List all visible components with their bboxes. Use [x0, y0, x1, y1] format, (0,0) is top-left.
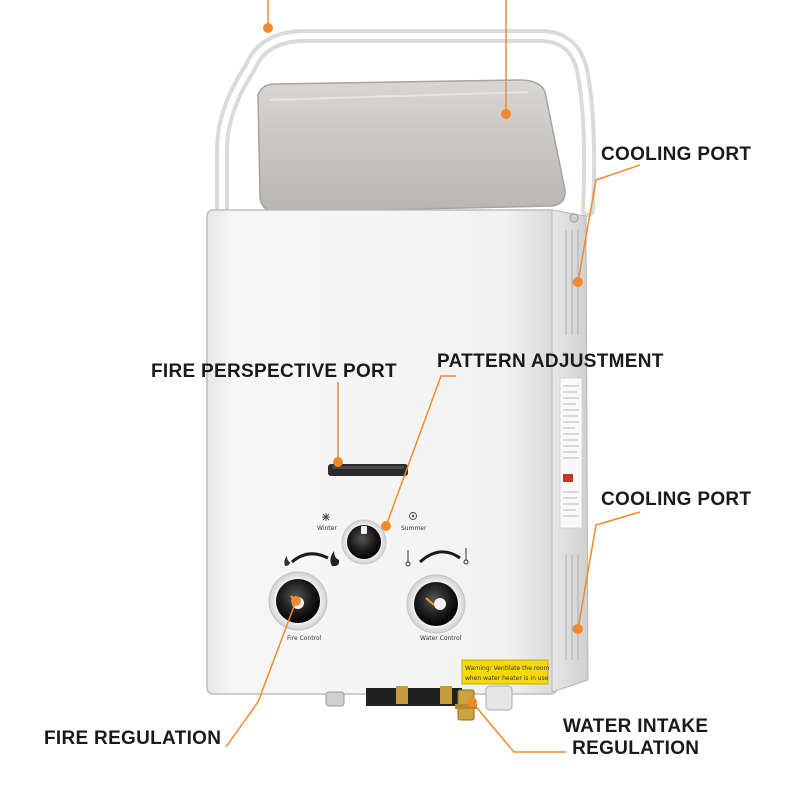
label-water-intake-regulation: WATER INTAKE REGULATION: [563, 716, 708, 760]
water-control-knob[interactable]: [406, 574, 466, 634]
fire-control-scale: [284, 551, 340, 567]
flame-icon: [284, 556, 290, 566]
water-control-scale: [405, 548, 469, 567]
thermometer-icon: [405, 550, 411, 567]
winter-label: Winter: [317, 525, 337, 532]
water-control-label: Water Control: [420, 635, 462, 642]
label-cooling-port-bottom: COOLING PORT: [601, 489, 752, 510]
top-lid: [257, 79, 566, 213]
warning-line-2: when water heater is in use: [465, 675, 549, 682]
fire-control-label: Fire Control: [287, 635, 322, 642]
label-water-intake-line2: REGULATION: [572, 738, 700, 759]
summer-label: Summer: [401, 525, 427, 532]
cooling-vents-bottom: [565, 555, 579, 660]
pattern-adjustment-knob[interactable]: [341, 519, 387, 565]
label-cooling-port-top: COOLING PORT: [601, 144, 752, 165]
label-pattern-adjustment: PATTERN ADJUSTMENT: [437, 351, 664, 372]
warning-sticker: Warning: Ventilate the room when water h…: [461, 659, 549, 685]
warning-line-1: Warning: Ventilate the room: [465, 665, 549, 672]
callout-dots: [263, 23, 583, 707]
label-fire-regulation: FIRE REGULATION: [44, 728, 222, 749]
sun-icon: [409, 512, 417, 520]
heater-body: [206, 209, 589, 695]
bottom-fittings: [325, 685, 513, 721]
flame-icon: [330, 551, 340, 567]
label-water-intake-line1: WATER INTAKE: [563, 716, 709, 737]
snowflake-icon: [322, 513, 330, 521]
callout-lines: [225, 0, 641, 753]
label-fire-perspective-port: FIRE PERSPECTIVE PORT: [151, 361, 397, 382]
thermometer-icon: [463, 548, 469, 565]
